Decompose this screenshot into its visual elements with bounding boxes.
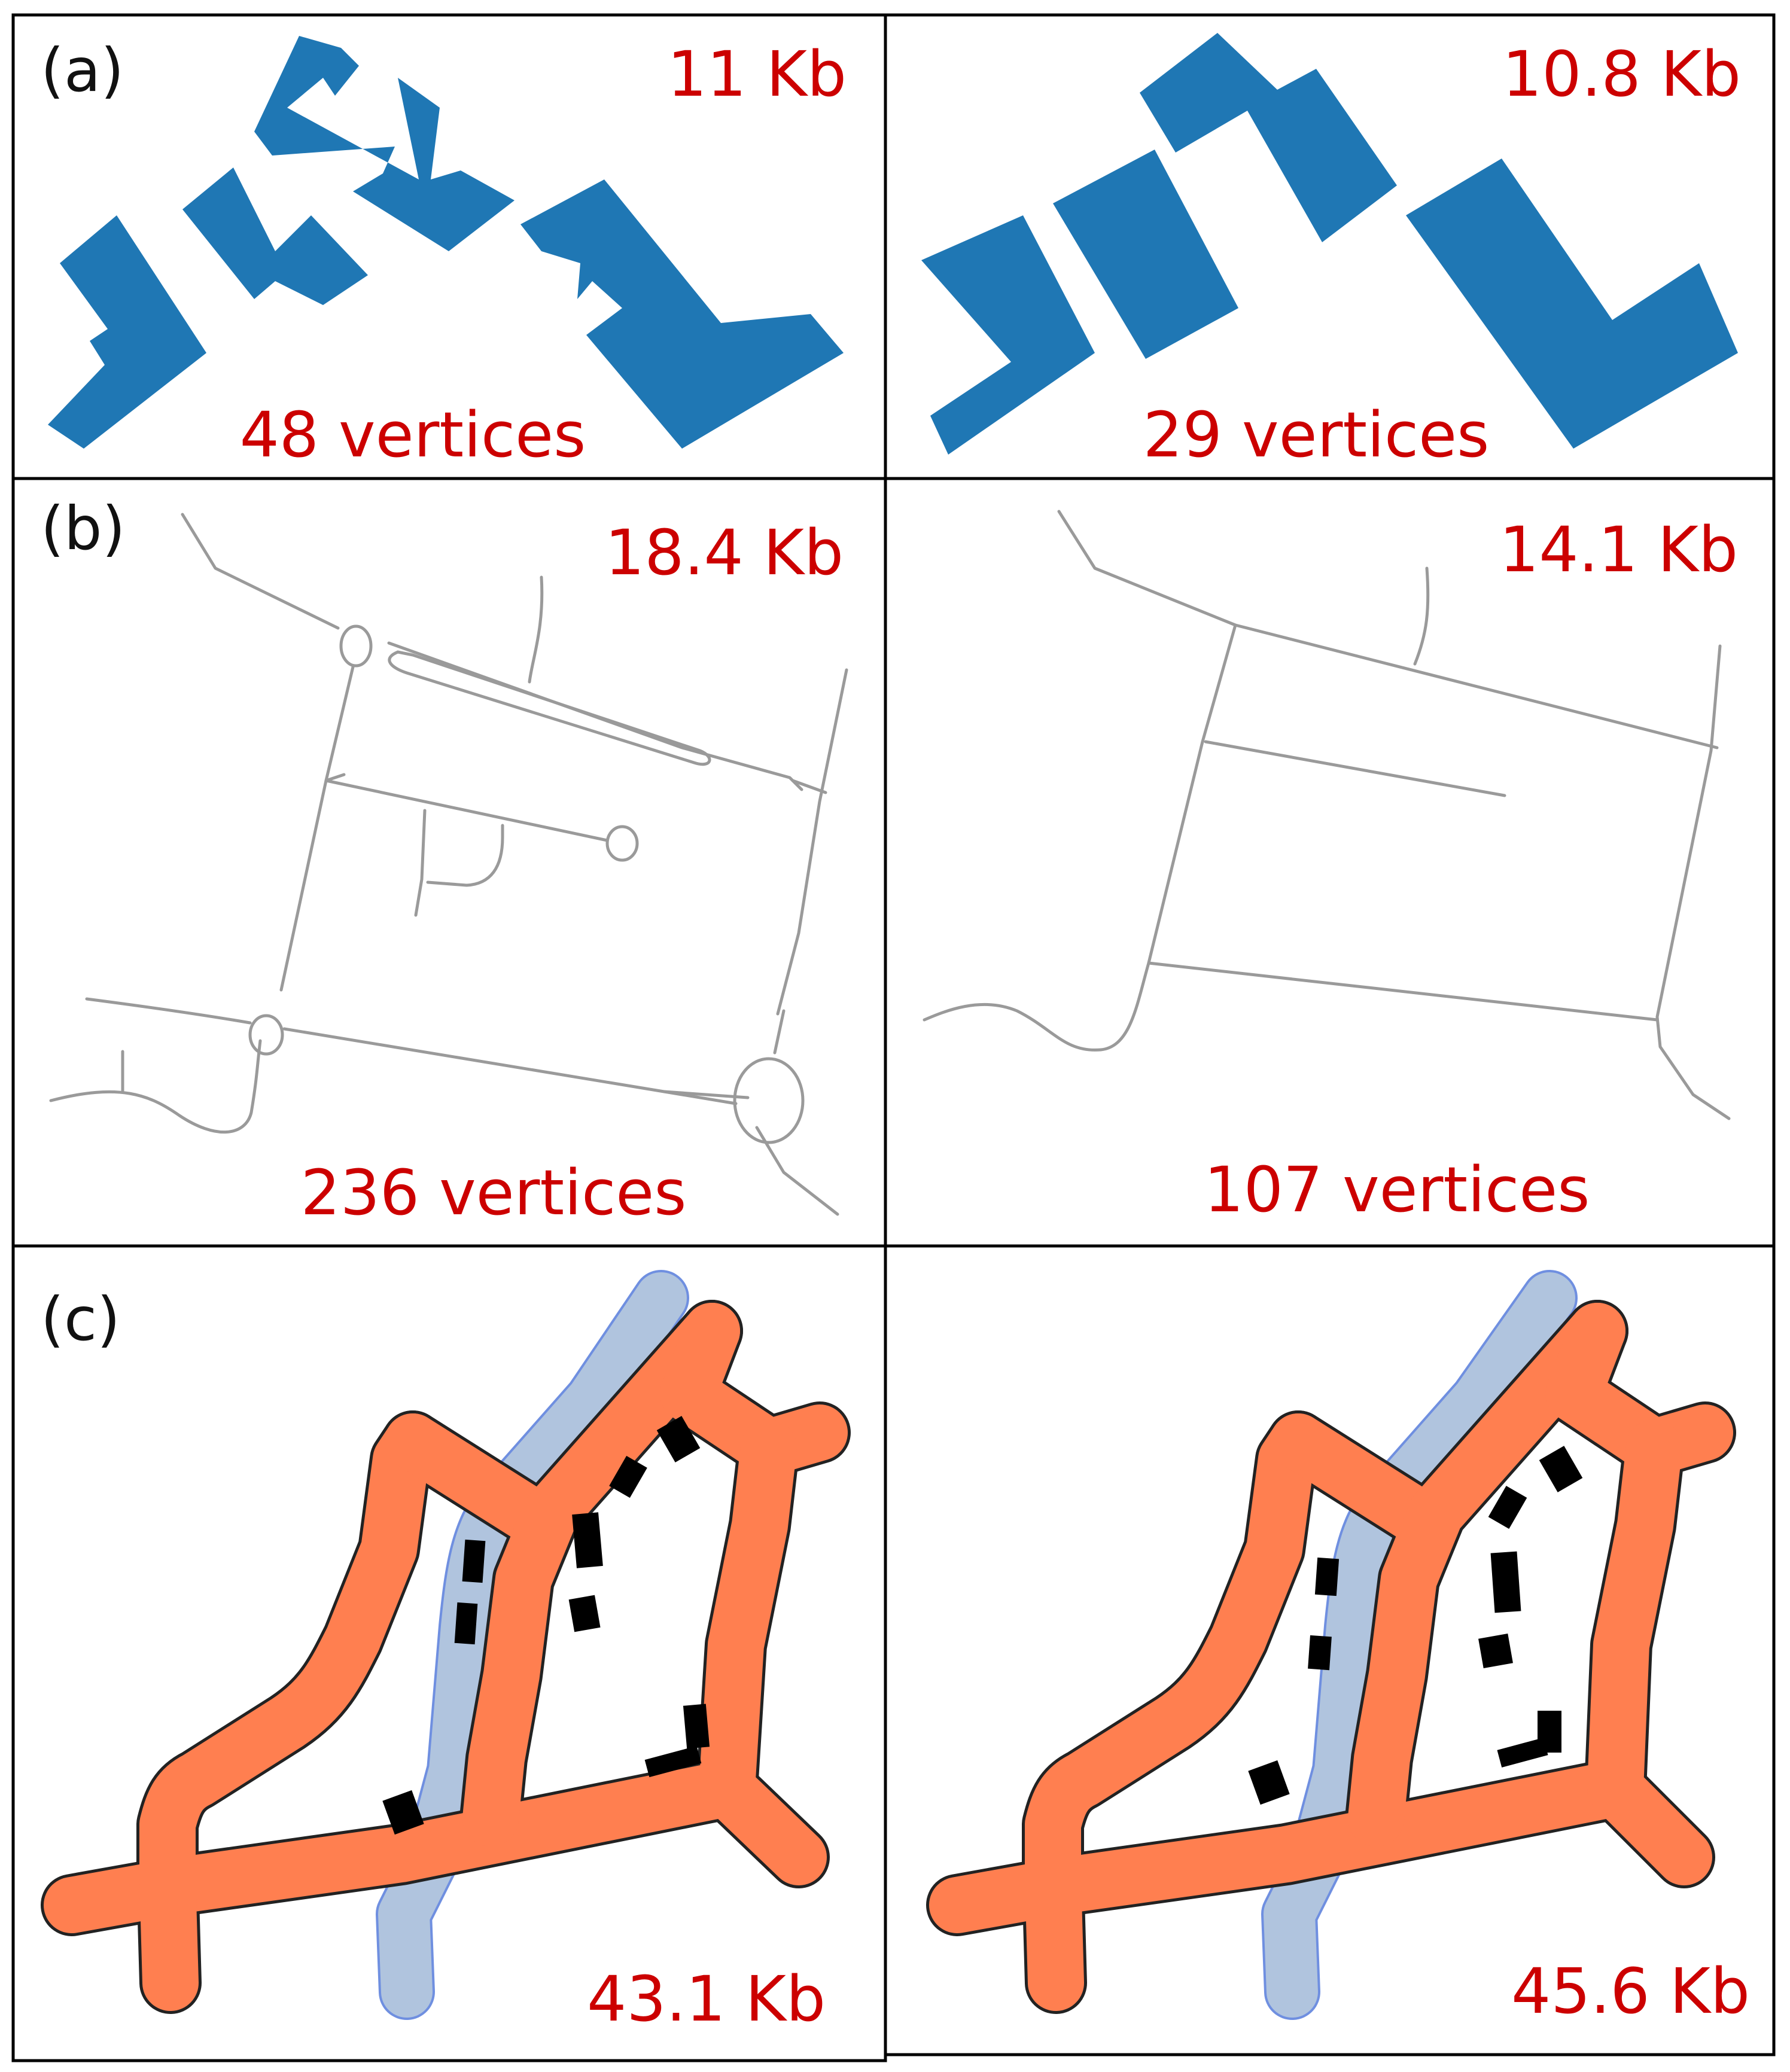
- panel-b-tag: (b): [41, 493, 126, 563]
- panel-c-right: 45.6 Kb: [926, 1270, 1750, 2028]
- panel-b-left-size: 18.4 Kb: [605, 516, 844, 589]
- roads: [41, 1300, 851, 2014]
- panel-a-right: 10.8 Kb 29 vertices: [921, 33, 1741, 471]
- panel-a-right-vertices: 29 vertices: [1143, 398, 1490, 471]
- roads: [926, 1300, 1736, 2014]
- road-network-simplified: [923, 510, 1731, 1120]
- panel-a-left-size: 11 Kb: [667, 38, 847, 111]
- panel-b-right: 14.1 Kb 107 vertices: [923, 510, 1738, 1226]
- panel-c-right-size: 45.6 Kb: [1511, 1955, 1750, 2028]
- panel-b-left-vertices: 236 vertices: [301, 1156, 687, 1229]
- panel-b-right-vertices: 107 vertices: [1204, 1153, 1590, 1226]
- roundabouts: [248, 624, 805, 1144]
- panel-c-tag: (c): [41, 1284, 120, 1354]
- building-blocks: [382, 1416, 710, 1835]
- road-network-detailed: [49, 513, 848, 1216]
- building-blocks: [1248, 1446, 1583, 1805]
- panel-a-left: (a) 11 Kb 48 vertices: [41, 35, 847, 471]
- panel-b-left: (b) 18.4 Kb 236 vertices: [41, 493, 848, 1229]
- panel-c-left-size: 43.1 Kb: [587, 1963, 826, 2036]
- panel-a-left-vertices: 48 vertices: [240, 398, 586, 471]
- panel-a-right-size: 10.8 Kb: [1502, 38, 1741, 111]
- panel-b-right-size: 14.1 Kb: [1499, 513, 1738, 586]
- panel-a-tag: (a): [41, 35, 124, 105]
- panel-c-left: (c) 43.1 Kb: [41, 1270, 851, 2036]
- building-shapes-detailed: [48, 36, 844, 449]
- panel-grid: [11, 13, 1776, 2062]
- building-shapes-simplified: [921, 33, 1738, 455]
